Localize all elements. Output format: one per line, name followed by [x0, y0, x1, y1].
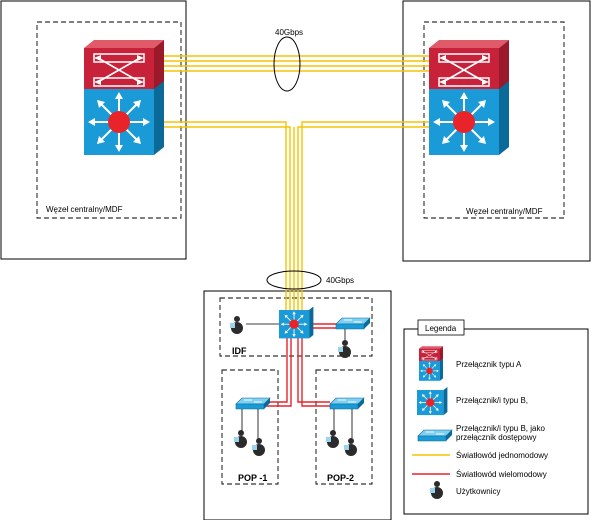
legend-switch-b-icon — [416, 386, 448, 416]
pop2-label: POP-2 — [327, 473, 354, 483]
legend-title: Legenda — [425, 324, 457, 333]
left-node-label: Węzeł centralny/MDF — [46, 205, 123, 214]
pop2-access-switch-icon[interactable] — [329, 397, 365, 410]
right-node-label: Węzeł centralny/MDF — [466, 207, 543, 216]
legend-access-switch-icon — [417, 429, 453, 442]
idf-label: IDF — [232, 346, 247, 356]
legend-switch-a-b-icon — [418, 358, 444, 382]
right-switch-type-a-icon[interactable] — [428, 39, 510, 91]
idf-user-icon-2 — [338, 340, 351, 358]
pop2-user-icon-2 — [344, 438, 357, 456]
mid-bandwidth-label: 40Gbps — [326, 276, 354, 285]
legend-title-box — [417, 319, 465, 336]
pop1-access-switch-icon[interactable] — [235, 397, 271, 410]
multimode-links — [262, 323, 336, 407]
legend-access-label-1: Przełącznik/i typu B, jako — [456, 424, 545, 433]
legend-switch-a-label: Przełącznik typu A — [456, 360, 522, 369]
legend-access-label-2: przełącznik dostępowy — [456, 433, 536, 442]
pop1-label: POP -1 — [238, 473, 267, 483]
idf-dashed — [219, 297, 373, 357]
pop2-user-icon-1 — [326, 430, 339, 448]
legend-user-icon — [430, 481, 443, 499]
legend-switch-a-icon — [418, 345, 444, 362]
left-switch-type-a-icon[interactable] — [83, 39, 165, 91]
left-switch-type-b-icon[interactable] — [83, 80, 165, 156]
singlemode-links — [162, 55, 431, 310]
left-node-dashed — [36, 21, 182, 219]
legend-multimode-label: Światłowód wielomodowy — [456, 470, 547, 479]
idf-switch-type-b-icon[interactable] — [278, 306, 314, 339]
pop1-user-icon-1 — [234, 430, 247, 448]
legend-users-label: Użytkownicy — [456, 487, 500, 496]
idf-user-icon-1 — [230, 316, 243, 334]
mid-bandwidth-ellipse — [266, 270, 322, 290]
legend-switch-b-label: Przełącznik/i typu B, — [456, 396, 528, 405]
legend-frame — [403, 328, 589, 515]
left-node-frame — [0, 0, 187, 260]
legend-singlemode-label: Światłowód jednomodowy — [456, 451, 548, 460]
pop1-user-icon-2 — [252, 438, 265, 456]
right-node-frame — [402, 0, 591, 262]
pop2-dashed — [315, 369, 373, 485]
right-switch-type-b-icon[interactable] — [428, 80, 510, 156]
idf-access-switch-icon[interactable] — [335, 317, 371, 330]
pop1-dashed — [221, 369, 279, 485]
top-bandwidth-ellipse — [273, 36, 301, 92]
top-bandwidth-label: 40Gbps — [275, 28, 303, 37]
